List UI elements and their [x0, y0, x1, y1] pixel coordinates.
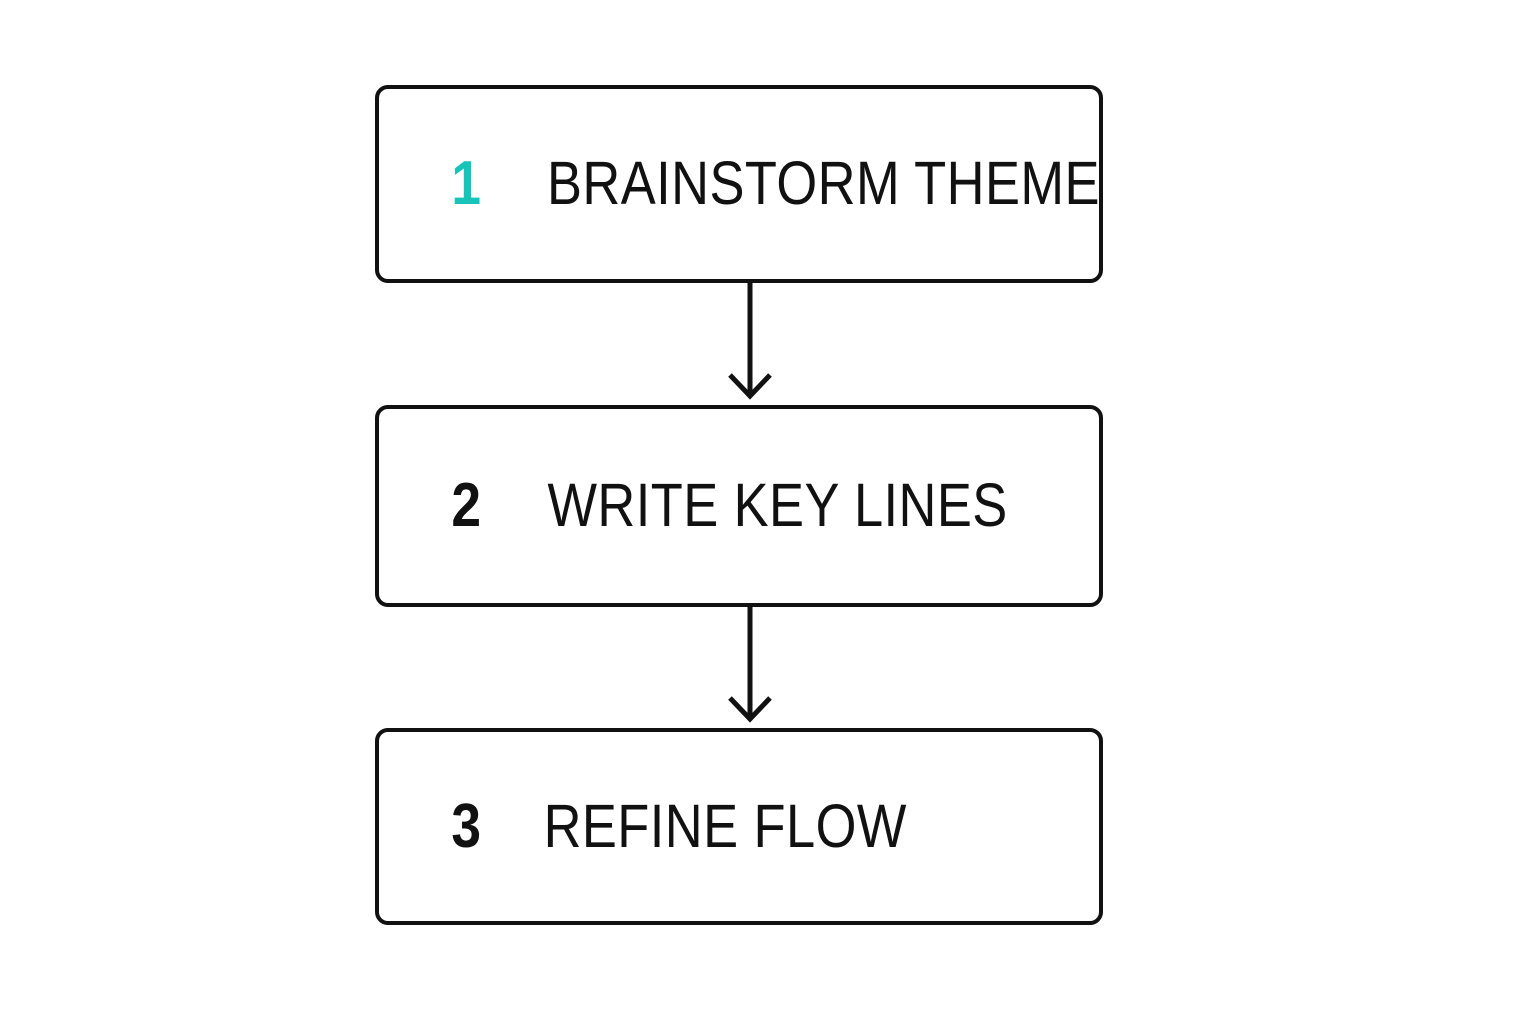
- flow-step-box-3[interactable]: 3 REFINE FLOW: [375, 728, 1103, 925]
- flow-step-number-2: 2: [451, 471, 481, 540]
- flow-step-content-3: 3 REFINE FLOW: [449, 791, 936, 861]
- down-arrow-icon: [728, 607, 772, 723]
- down-arrow-icon: [728, 283, 772, 400]
- flow-step-content-2: 2 WRITE KEY LINES: [449, 475, 1045, 537]
- flow-connector-2-to-3: [700, 607, 800, 728]
- flow-connector-1-to-2: [700, 283, 800, 405]
- flow-step-label-2: WRITE KEY LINES: [547, 471, 1008, 539]
- flow-step-number-1: 1: [451, 149, 481, 218]
- flow-step-number-3: 3: [451, 791, 481, 861]
- flow-step-content-1: 1 BRAINSTORM THEME: [449, 153, 1145, 215]
- flow-step-box-1[interactable]: 1 BRAINSTORM THEME: [375, 85, 1103, 283]
- flow-step-label-3: REFINE FLOW: [543, 791, 907, 860]
- flow-step-box-2[interactable]: 2 WRITE KEY LINES: [375, 405, 1103, 607]
- flow-step-label-1: BRAINSTORM THEME: [546, 149, 1100, 217]
